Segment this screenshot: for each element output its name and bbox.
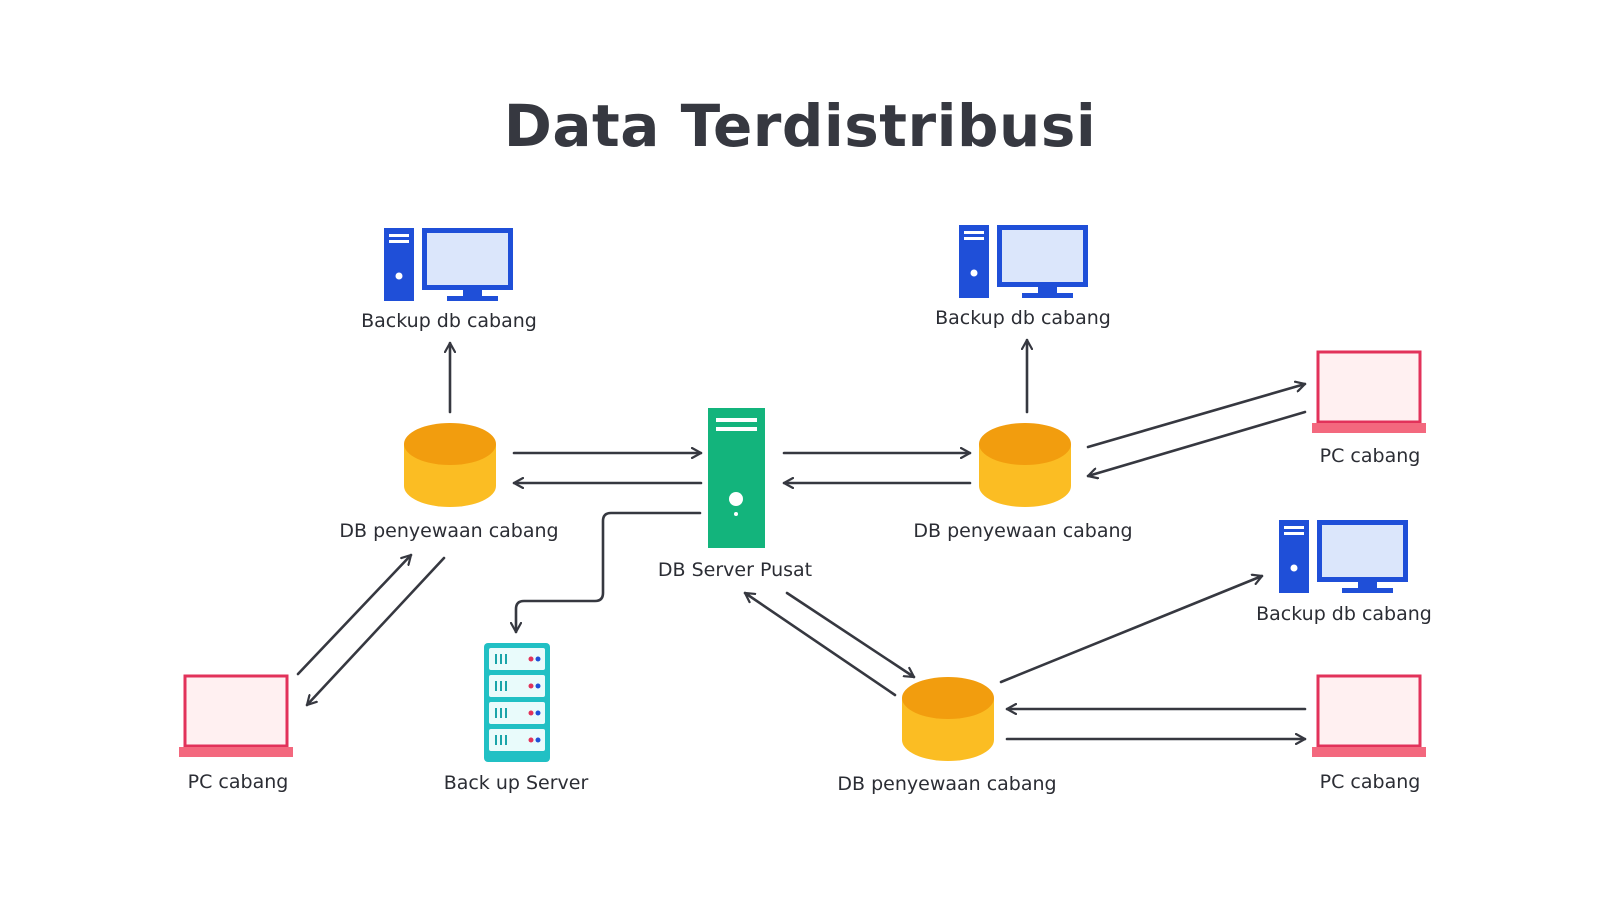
node-label-db-branch-left: DB penyewaan cabang — [339, 520, 559, 542]
laptop-icon — [177, 674, 295, 759]
node-label-pc-right-top: PC cabang — [1319, 445, 1421, 467]
database-icon — [979, 423, 1071, 507]
node-label-db-branch-bottom: DB penyewaan cabang — [837, 773, 1057, 795]
laptop-icon — [1310, 674, 1428, 759]
node-label-db-branch-right: DB penyewaan cabang — [913, 520, 1133, 542]
node-label-backup-db-center: Backup db cabang — [935, 307, 1111, 329]
desktop-icon — [959, 225, 1088, 298]
arrow-left-db-to-pc — [305, 556, 446, 707]
laptop-icon — [1310, 350, 1428, 435]
database-icon — [404, 423, 496, 507]
database-icon — [902, 677, 994, 761]
desktop-icon — [1279, 520, 1408, 593]
server-tower-icon — [708, 408, 765, 548]
node-label-pc-right-bottom: PC cabang — [1319, 771, 1421, 793]
arrow-right-db-to-pc — [1086, 384, 1307, 449]
arrow-server-to-backup-server — [516, 511, 702, 634]
arrow-bottom-db-to-backup — [999, 576, 1264, 684]
node-label-db-server-pusat: DB Server Pusat — [657, 559, 813, 581]
arrow-server-to-bottom-db — [785, 591, 916, 679]
connections — [296, 338, 1307, 739]
node-label-backup-db-right: Backup db cabang — [1256, 603, 1432, 625]
arrow-pc-to-left-db — [296, 553, 413, 676]
server-rack-icon — [484, 643, 550, 762]
node-label-pc-left: PC cabang — [187, 771, 289, 793]
arrow-bottom-db-to-server — [743, 591, 897, 697]
arrow-pc-to-right-db — [1086, 410, 1307, 476]
desktop-icon — [384, 228, 513, 301]
page-title: Data Terdistribusi — [503, 92, 1097, 160]
node-label-backup-db-left: Backup db cabang — [361, 310, 537, 332]
node-label-backup-server: Back up Server — [443, 772, 589, 794]
